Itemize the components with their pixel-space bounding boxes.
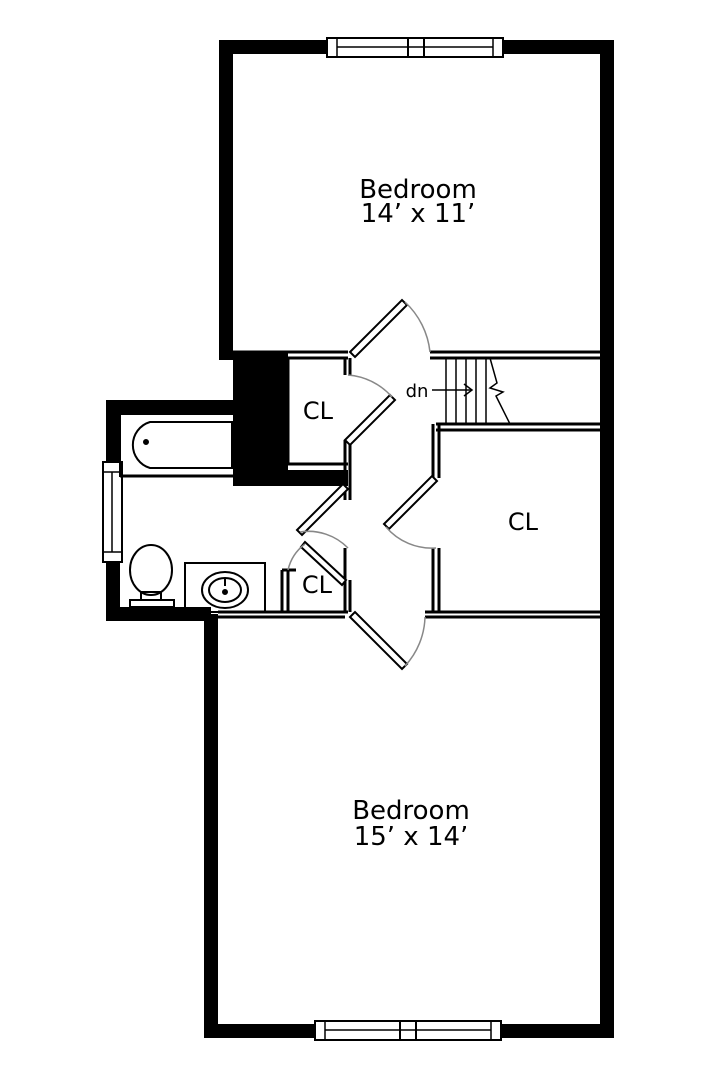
toilet [129, 544, 175, 608]
door-upper-closet [343, 374, 397, 447]
closet-small-label: CL [302, 571, 333, 599]
top-bedroom-left-wall [219, 40, 614, 616]
bedroom-bottom-name: Bedroom [352, 796, 470, 826]
door-bath [295, 482, 350, 549]
closet-upper-label: CL [303, 397, 334, 425]
tub-drain-icon [143, 439, 149, 445]
door-small-closet [287, 540, 348, 587]
window-bottom [314, 1020, 502, 1041]
door-top-bedroom [348, 298, 431, 359]
interior-walls [120, 350, 600, 619]
door-bottom-bedroom [348, 610, 426, 671]
stairs [432, 357, 511, 425]
closet-right-label: CL [508, 508, 539, 536]
door-right-closet [382, 474, 439, 549]
sink-drain-icon [222, 589, 228, 595]
bedroom-top-size: 14’ x 11’ [361, 199, 476, 229]
bedroom-top-name: Bedroom [359, 175, 477, 205]
bathroom-outer-wall [106, 400, 234, 621]
window-top [326, 37, 504, 58]
sink-vanity [184, 562, 266, 613]
wall-block [233, 352, 288, 485]
window-bath [102, 461, 123, 563]
bedroom-bottom-size: 15’ x 14’ [354, 822, 469, 852]
stairs-arrow-icon [463, 383, 474, 397]
stairs-down-label: dn [406, 381, 429, 402]
bathtub [119, 413, 241, 477]
wall-block-lower [233, 470, 348, 486]
